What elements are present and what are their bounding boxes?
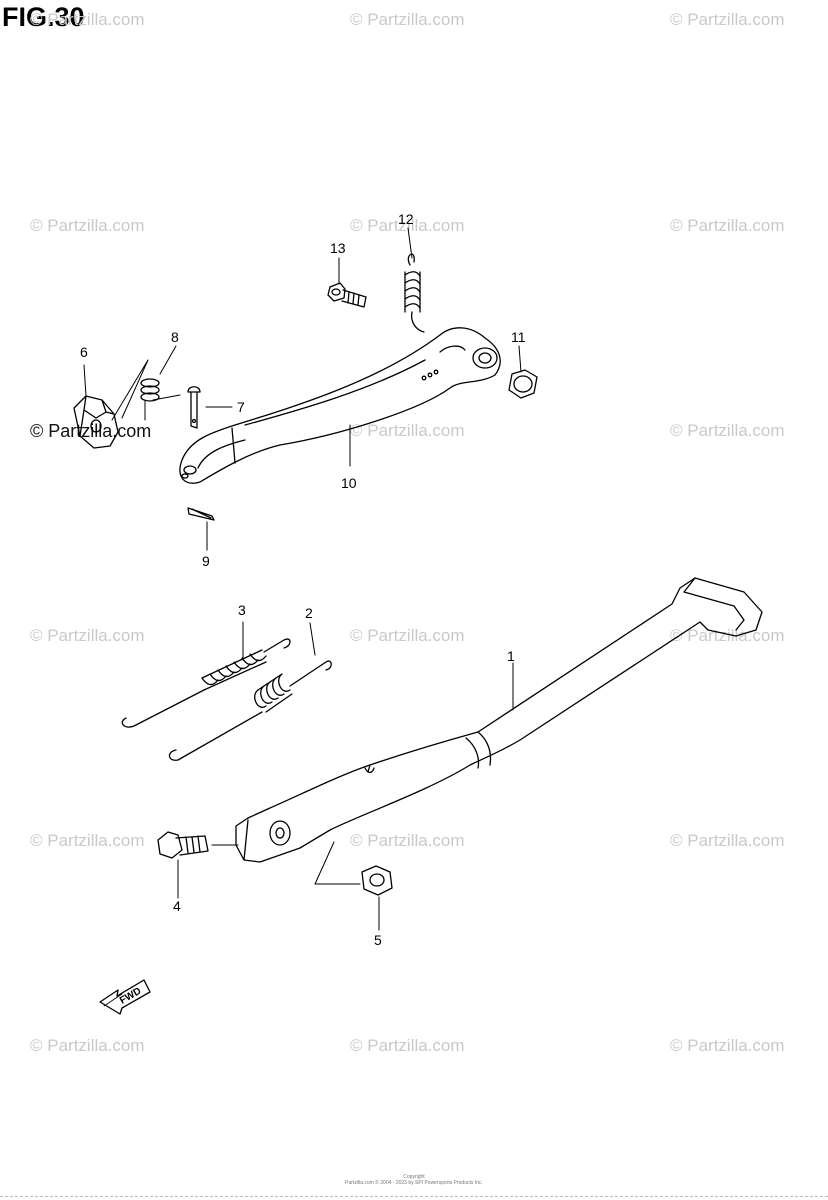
callout-labels: 1 2 3 4 5 6 7 8 9 10 11 12 13: [80, 211, 526, 948]
watermark-strong: © Partzilla.com: [30, 421, 152, 441]
callout-11: 11: [511, 329, 526, 345]
callout-9: 9: [202, 553, 210, 569]
bottom-divider: [0, 1196, 828, 1197]
part-11-nut: [508, 369, 538, 399]
callout-10: 10: [341, 475, 357, 491]
part-3-spring: [121, 638, 291, 728]
part-8-spring: [140, 378, 160, 402]
part-4-bolt: [157, 831, 209, 859]
watermark: © Partzilla.com: [350, 1036, 465, 1055]
watermark: © Partzilla.com: [670, 216, 785, 235]
callout-2: 2: [305, 605, 313, 621]
part-9-cotter-pin: [187, 507, 215, 521]
figure-title: FIG.30: [2, 2, 85, 32]
watermark: © Partzilla.com: [670, 831, 785, 850]
part-1-side-stand: [235, 577, 763, 863]
watermark: © Partzilla.com: [350, 626, 465, 645]
watermark: © Partzilla.com: [30, 1036, 145, 1055]
watermark: © Partzilla.com: [670, 10, 785, 29]
part-6-switch: [73, 395, 119, 449]
callout-3: 3: [238, 602, 246, 618]
callout-5: 5: [374, 932, 382, 948]
callout-7: 7: [237, 399, 245, 415]
part-13-bolt: [327, 282, 367, 308]
watermark: © Partzilla.com: [30, 626, 145, 645]
part-12-spring: [404, 253, 425, 333]
part-7-pin: [187, 386, 201, 429]
watermark: © Partzilla.com: [30, 216, 145, 235]
watermark: © Partzilla.com: [350, 421, 465, 440]
callout-8: 8: [171, 329, 179, 345]
part-5-nut: [361, 865, 393, 896]
callout-1: 1: [507, 648, 515, 664]
watermark: © Partzilla.com: [30, 831, 145, 850]
callout-6: 6: [80, 344, 88, 360]
callout-12: 12: [398, 211, 414, 227]
watermark: © Partzilla.com: [350, 831, 465, 850]
watermark: © Partzilla.com: [350, 216, 465, 235]
watermark: © Partzilla.com: [670, 421, 785, 440]
callout-13: 13: [330, 240, 346, 256]
copyright-line: Copyright: [403, 1174, 425, 1180]
watermark: © Partzilla.com: [350, 10, 465, 29]
copyright-line: Partzilla.com © 2004 - 2023 by SPI Power…: [345, 1180, 483, 1186]
watermark: © Partzilla.com: [670, 1036, 785, 1055]
part-10-bracket: [179, 327, 501, 484]
copyright-note: Copyright Partzilla.com © 2004 - 2023 by…: [0, 1174, 828, 1186]
fwd-arrow-icon: FWD: [99, 979, 151, 1015]
leader-lines: [83, 227, 522, 931]
watermark: © Partzilla.com: [670, 626, 785, 645]
callout-4: 4: [173, 898, 181, 914]
part-2-spring: [168, 660, 332, 761]
watermark: © Partzilla.com: [30, 10, 145, 29]
